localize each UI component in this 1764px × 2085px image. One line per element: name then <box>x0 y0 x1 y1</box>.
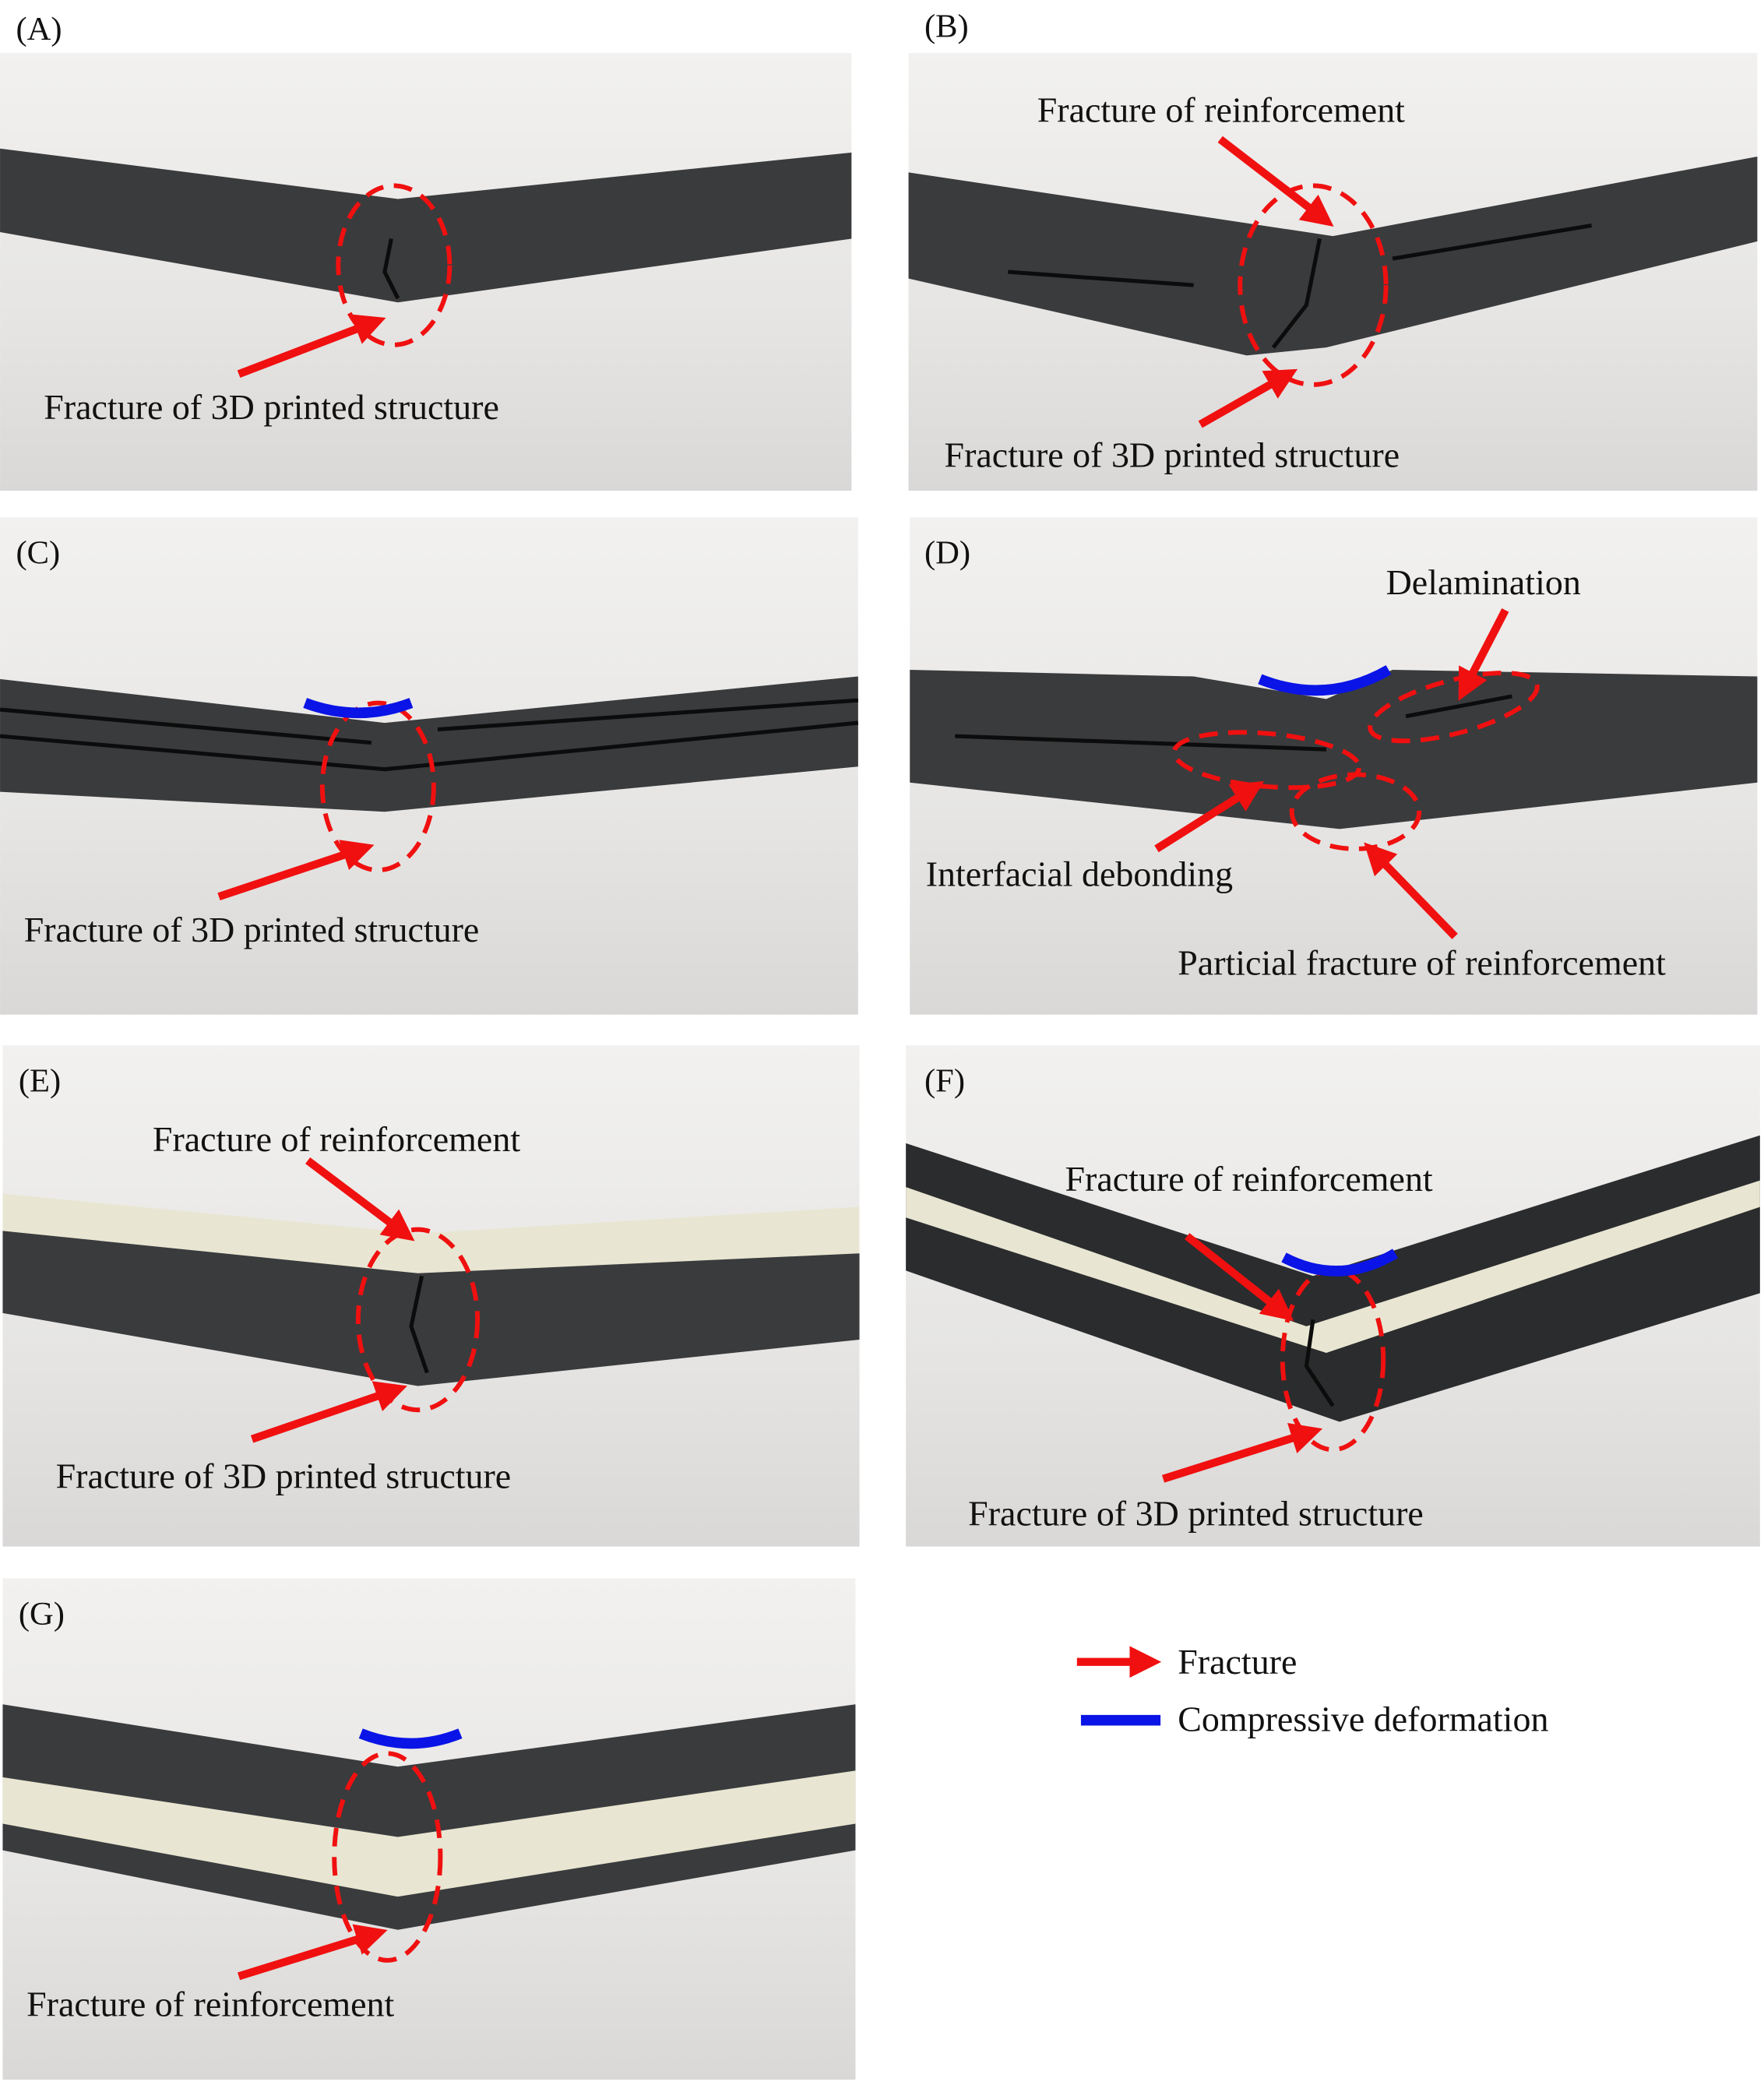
fracture-circle <box>332 1751 443 1963</box>
crack-e <box>409 1275 429 1374</box>
panel-c: (C) Fracture of 3D printed structure <box>0 517 859 1015</box>
compressive-mark <box>358 1728 463 1749</box>
specimen-a <box>0 148 852 303</box>
panel-label-g: (G) <box>19 1596 65 1632</box>
annotation: Fracture of 3D printed structure <box>24 910 480 949</box>
specimen-g <box>2 1704 856 1930</box>
specimen-b <box>908 156 1758 356</box>
annotation: Fracture of reinforcement <box>26 1984 394 2023</box>
fracture-arrow <box>1217 136 1334 227</box>
legend-fracture: Fracture <box>1178 1642 1297 1682</box>
crack-f <box>1304 1319 1335 1407</box>
panel-label-a: (A) <box>16 11 62 48</box>
fracture-arrow <box>1198 368 1298 428</box>
debonding-lines-d <box>955 694 1512 752</box>
debonding-circle <box>1171 730 1362 791</box>
annotation: Fracture of 3D printed structure <box>945 435 1400 474</box>
panel-d: (D) Delamination Interfacial debonding P… <box>910 517 1758 1015</box>
panel-label-d: (D) <box>924 535 970 572</box>
panel-e: (E) Fracture of reinforcement Fracture o… <box>2 1044 860 1547</box>
annotation: Interfacial debonding <box>926 854 1233 894</box>
annotation: Fracture of reinforcement <box>1037 90 1405 130</box>
specimen-e <box>2 1231 860 1386</box>
fracture-arrow <box>217 840 375 901</box>
fracture-circle <box>355 1227 481 1413</box>
delamination-arrow <box>1458 608 1509 702</box>
delamination-lines-c <box>0 698 859 772</box>
specimen-f <box>906 1135 1760 1422</box>
panel-label-c: (C) <box>16 535 60 572</box>
panel-b: (B) Fracture of reinforcement Fracture o… <box>908 9 1758 491</box>
annotation: Delamination <box>1386 562 1581 602</box>
panel-a: (A) Fracture of 3D printed structure <box>0 11 852 491</box>
reinforcement-layer-g <box>2 1770 856 1897</box>
reinforcement-layer-f <box>906 1180 1760 1353</box>
legend: Fracture Compressive deformation <box>1076 1642 1548 1738</box>
partial-fracture-circle <box>1289 772 1422 851</box>
fracture-circle <box>336 183 452 347</box>
panel-f: (F) Fracture of reinforcement Fracture o… <box>906 1044 1760 1547</box>
panel-label-b: (B) <box>924 9 969 45</box>
annotation: Fracture of reinforcement <box>1065 1159 1433 1199</box>
crack-b <box>1008 223 1592 349</box>
specimen-c <box>0 676 858 812</box>
compressive-mark <box>303 698 414 719</box>
crack-a <box>382 238 400 300</box>
legend-compressive: Compressive deformation <box>1178 1699 1548 1738</box>
fracture-arrow <box>305 1157 415 1241</box>
annotation: Particial fracture of reinforcement <box>1178 943 1666 983</box>
panel-label-f: (F) <box>924 1063 965 1100</box>
panel-label-e: (E) <box>19 1063 61 1100</box>
compressive-mark <box>1258 665 1392 696</box>
panel-g: (G) Fracture of reinforcement <box>2 1578 856 2080</box>
debonding-arrow <box>1154 780 1265 853</box>
fracture-arrow <box>237 314 386 378</box>
compressive-mark <box>1281 1249 1399 1277</box>
fracture-arrow <box>1161 1423 1323 1483</box>
annotation: Fracture of reinforcement <box>153 1119 520 1159</box>
fracture-arrow <box>250 1381 407 1443</box>
partial-fracture-arrow <box>1364 842 1458 939</box>
annotation: Fracture of 3D printed structure <box>56 1456 512 1496</box>
fracture-circle <box>319 700 436 873</box>
fracture-arrow <box>1184 1233 1294 1322</box>
fracture-arrow <box>238 1924 388 1981</box>
specimen-d <box>910 669 1758 829</box>
annotation: Fracture of 3D printed structure <box>44 387 499 427</box>
delamination-circle <box>1368 671 1540 744</box>
annotation: Fracture of 3D printed structure <box>968 1493 1424 1533</box>
